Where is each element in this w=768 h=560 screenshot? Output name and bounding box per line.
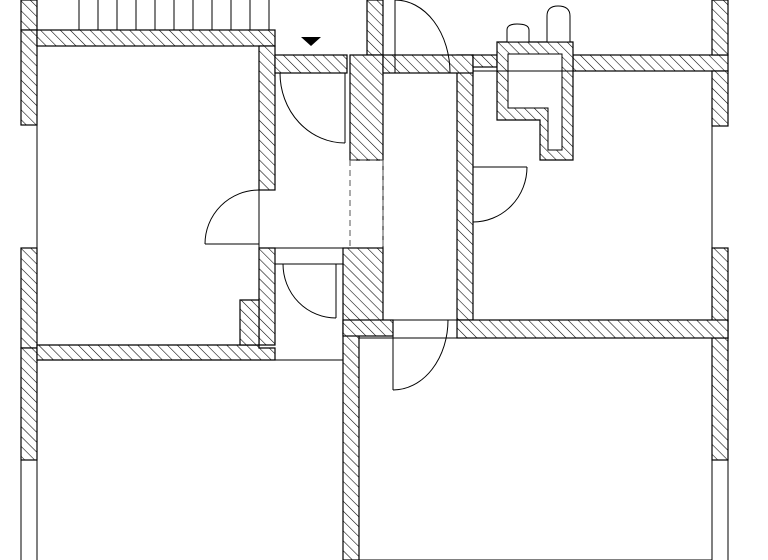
staircase	[78, 0, 270, 30]
door-left-room	[204, 189, 260, 245]
door-hall-lower	[282, 263, 337, 319]
sink-icon	[546, 5, 571, 43]
wall-central-right	[456, 54, 474, 321]
door-central-top	[394, 0, 451, 74]
wall-bath-top-left	[472, 54, 498, 68]
wall-left-room-top	[36, 29, 276, 47]
wall-left-exterior-a	[20, 29, 38, 126]
wall-right-room-top	[572, 54, 729, 72]
wall-left-top-stub	[20, 0, 38, 31]
wall-hall-top-door-header	[274, 54, 348, 74]
door-entrance	[279, 72, 346, 144]
room-central-corridor	[382, 72, 458, 321]
wall-hall-left-lower	[342, 247, 384, 334]
wall-hall-left-upper	[349, 54, 384, 161]
doors	[204, 0, 528, 391]
bath-fixtures	[506, 5, 571, 43]
wall-left-exterior-c	[20, 347, 38, 461]
wall-right-exterior-c	[711, 337, 729, 461]
down-triangle-icon	[301, 37, 321, 46]
wall-right-room-bottom	[456, 319, 729, 339]
wall-right-exterior-a	[711, 70, 729, 127]
walls	[20, 0, 729, 560]
dashed-partition	[349, 159, 384, 248]
wall-bottom-room-top-left	[342, 319, 394, 337]
wall-right-exterior-top	[711, 0, 729, 56]
wall-left-room-notch	[239, 299, 260, 346]
toilet-icon	[506, 23, 530, 43]
wall-hall-top-stub	[366, 0, 384, 56]
room-bottom-right	[358, 337, 713, 560]
wall-left-exterior-b	[20, 247, 38, 349]
wall-bottom-room-left	[342, 332, 360, 560]
door-right-room	[472, 166, 528, 223]
door-bottom-room	[392, 319, 449, 391]
wall-central-top	[382, 54, 474, 74]
wall-left-room-right-a	[258, 45, 276, 191]
bath-fixture-interiors	[507, 53, 563, 151]
wall-left-room-bottom	[36, 247, 276, 361]
room-left-upper	[36, 45, 260, 346]
